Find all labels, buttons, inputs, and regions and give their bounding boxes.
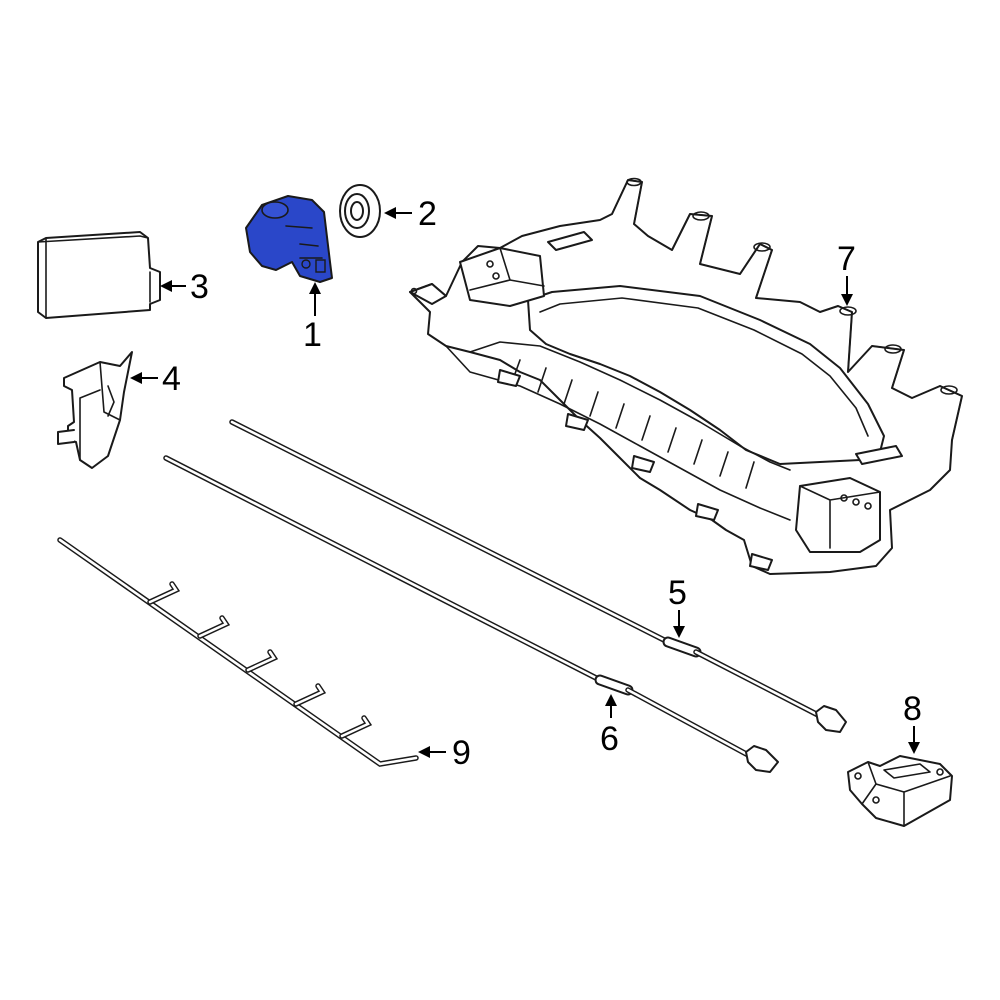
callout-6-label: 6 bbox=[600, 720, 619, 758]
callout-4: 4 bbox=[130, 360, 181, 398]
small-module-part[interactable] bbox=[847, 755, 953, 827]
sensor-bracket-part[interactable] bbox=[57, 351, 133, 469]
parking-sensor-part[interactable] bbox=[245, 195, 333, 283]
callout-4-label: 4 bbox=[162, 360, 181, 398]
harness-upper-part[interactable] bbox=[229, 419, 847, 733]
callout-1: 1 bbox=[303, 282, 322, 354]
callout-7: 7 bbox=[837, 240, 856, 306]
callout-8-label: 8 bbox=[903, 690, 922, 728]
callout-2-label: 2 bbox=[418, 195, 437, 233]
callout-5: 5 bbox=[668, 574, 687, 638]
callout-9: 9 bbox=[418, 734, 471, 772]
sensor-grommet-part[interactable] bbox=[339, 184, 381, 238]
callout-9-label: 9 bbox=[452, 734, 471, 772]
callout-8: 8 bbox=[903, 690, 922, 754]
branch-harness-part[interactable] bbox=[57, 537, 419, 767]
control-module-part[interactable] bbox=[37, 231, 161, 319]
callout-7-label: 7 bbox=[837, 240, 856, 278]
callout-2: 2 bbox=[384, 195, 437, 233]
callout-1-label: 1 bbox=[303, 316, 322, 354]
bumper-carrier-frame-part[interactable] bbox=[409, 177, 963, 575]
harness-lower-part[interactable] bbox=[163, 455, 779, 773]
callout-3: 3 bbox=[160, 268, 209, 306]
callout-6: 6 bbox=[600, 694, 619, 758]
callout-3-label: 3 bbox=[190, 268, 209, 306]
callout-5-label: 5 bbox=[668, 574, 687, 612]
